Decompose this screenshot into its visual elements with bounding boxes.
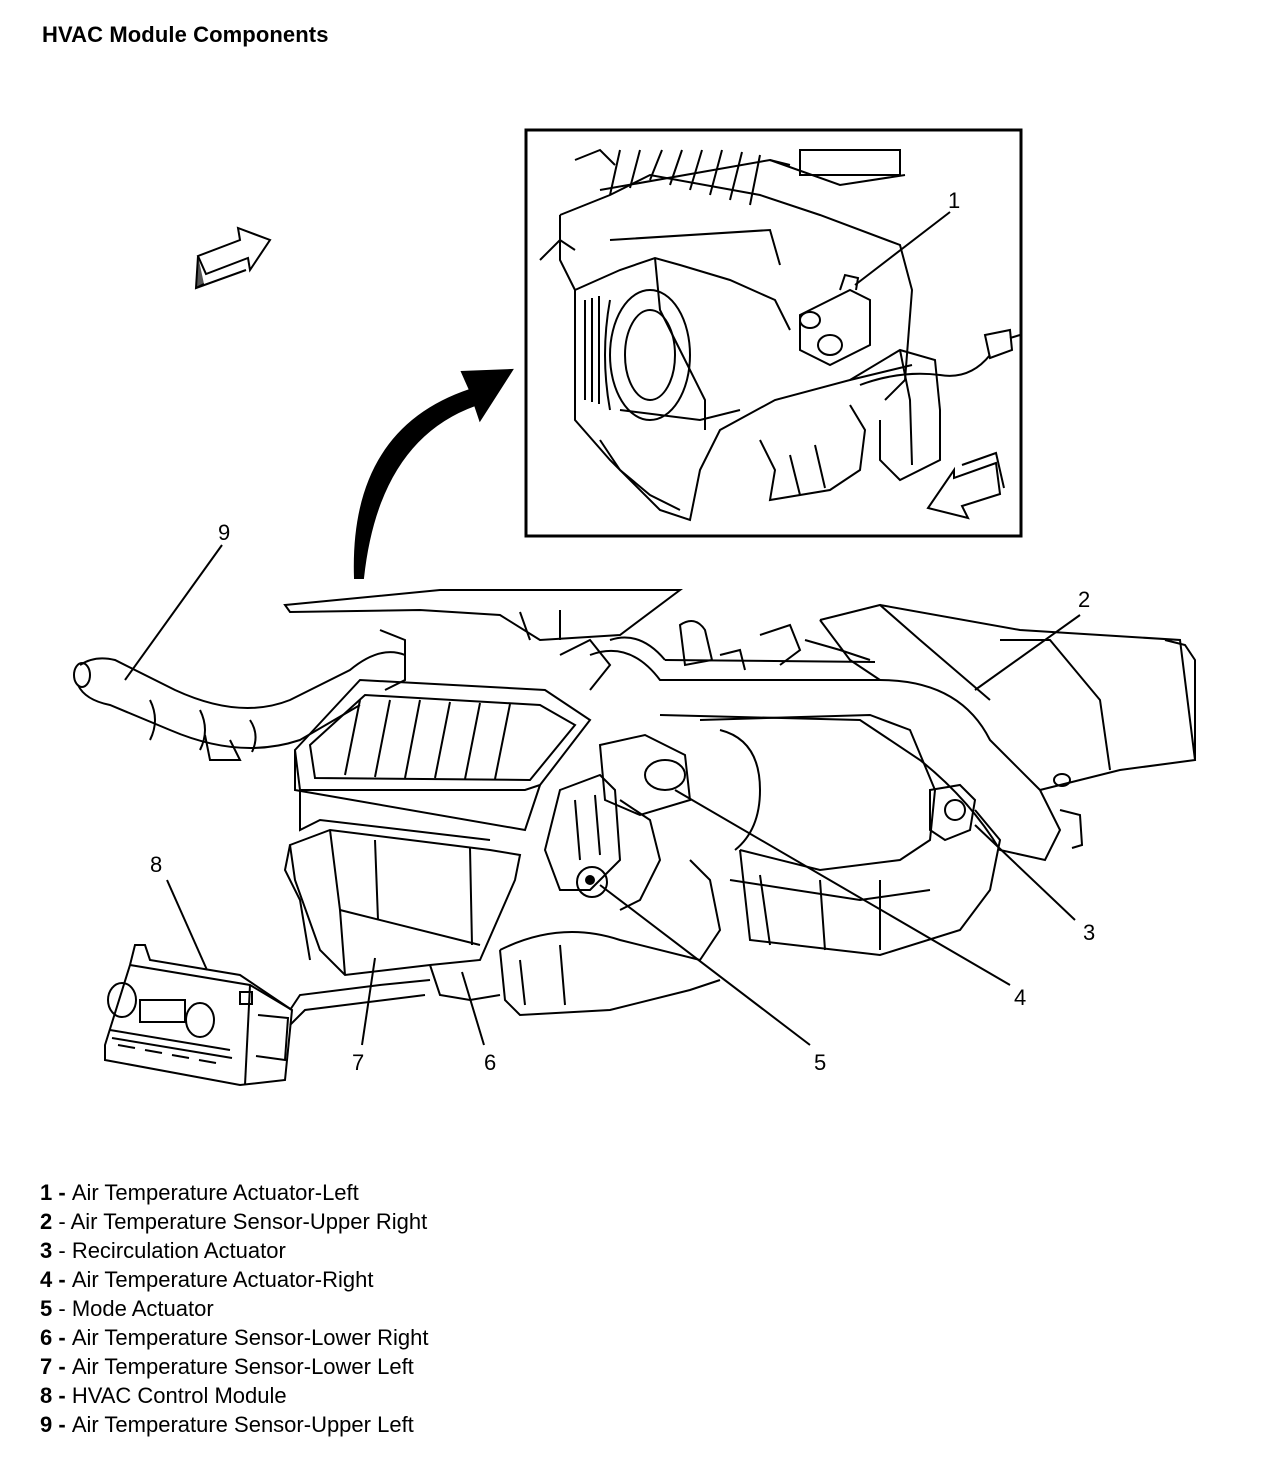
callout-2: 2	[1078, 587, 1090, 612]
leader-lines	[124, 211, 1081, 1046]
callout-3: 3	[1083, 920, 1095, 945]
callout-labels: 1 2 3 4 5 6 7 8 9	[150, 188, 1095, 1075]
legend-item-5: 5 - Mode Actuator	[40, 1296, 214, 1321]
legend-item-8: 8 - HVAC Control Module	[40, 1383, 287, 1408]
legend-item-7: 7 - Air Temperature Sensor-Lower Left	[40, 1354, 414, 1379]
callout-7: 7	[352, 1050, 364, 1075]
inset-direction-arrow	[926, 451, 1005, 520]
leader-9	[124, 544, 223, 681]
legend-item-2: 2 - Air Temperature Sensor-Upper Right	[40, 1209, 428, 1234]
legend-item-6: 6 - Air Temperature Sensor-Lower Right	[40, 1325, 429, 1350]
leader-7	[361, 957, 376, 1046]
hvac-module-assembly	[73, 589, 1197, 1026]
leader-3	[974, 824, 1076, 921]
legend-item-9: 9 - Air Temperature Sensor-Upper Left	[40, 1412, 414, 1437]
leader-2	[974, 614, 1081, 691]
hvac-module-illustration: 1 2 3 4 5 6 7 8 9	[73, 128, 1197, 1087]
diagram-title: HVAC Module Components	[42, 22, 329, 47]
hvac-control-module	[104, 944, 294, 1087]
callout-8: 8	[150, 852, 162, 877]
component-legend: 1 - Air Temperature Actuator-Left 2 - Ai…	[40, 1178, 428, 1439]
callout-9: 9	[218, 520, 230, 545]
leader-6	[461, 971, 485, 1046]
leader-8	[166, 879, 208, 971]
legend-item-4: 4 - Air Temperature Actuator-Right	[40, 1267, 374, 1292]
actuator-cluster	[543, 733, 692, 911]
callout-4: 4	[1014, 985, 1026, 1010]
direction-arrow	[194, 226, 272, 290]
zoom-arrow-icon	[353, 368, 514, 579]
callout-1: 1	[948, 188, 960, 213]
leader-4	[674, 789, 1011, 986]
inset-actuator	[799, 273, 871, 367]
leader-5	[599, 884, 811, 1046]
callout-6: 6	[484, 1050, 496, 1075]
legend-item-1: 1 - Air Temperature Actuator-Left	[40, 1180, 359, 1205]
legend-item-3: 3 - Recirculation Actuator	[40, 1238, 286, 1263]
inset-detail-view	[524, 128, 1023, 538]
callout-5: 5	[814, 1050, 826, 1075]
leader-1	[854, 211, 951, 286]
